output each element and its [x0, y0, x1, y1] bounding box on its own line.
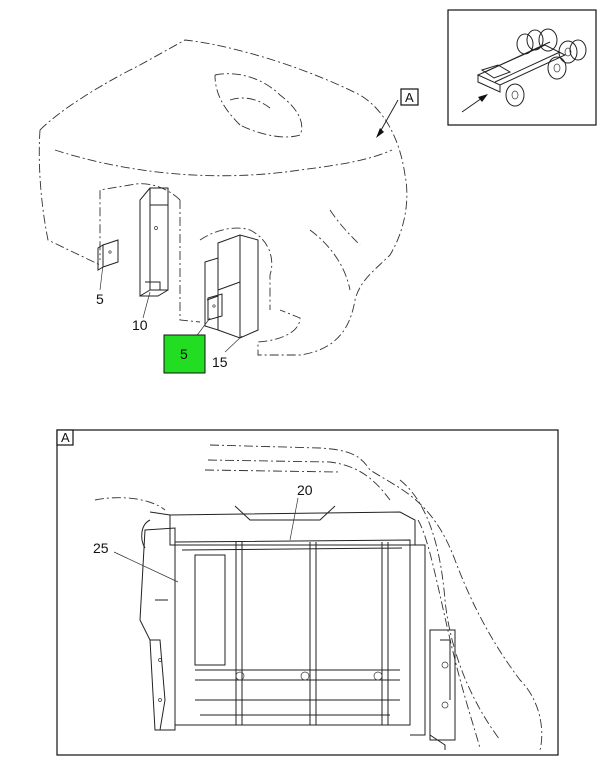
part-5-left-plate	[97, 239, 119, 271]
part-15-bracket	[204, 234, 259, 339]
top-leader-lines	[99, 264, 243, 353]
leader-20	[289, 497, 299, 541]
callout-5-left: 5	[96, 291, 104, 307]
view-a-arrow-icon	[379, 99, 399, 133]
locator-inset	[447, 9, 597, 126]
callout-20: 20	[297, 482, 313, 498]
view-a-reference: A	[376, 88, 419, 138]
detail-frame-tag	[56, 429, 74, 446]
callout-5-highlight: 5	[180, 346, 188, 362]
cab-outline	[38, 39, 408, 356]
truck-chassis-locator-icon	[476, 28, 587, 107]
view-a-box	[400, 88, 419, 106]
callout-15: 15	[212, 354, 228, 370]
leader-25	[113, 551, 179, 583]
detail-frame-label: A	[61, 430, 70, 445]
detail-view-a: A	[56, 429, 559, 756]
highlight-box[interactable]	[163, 334, 206, 374]
locator-arrow-icon	[461, 97, 483, 113]
callout-25: 25	[93, 540, 109, 556]
part-10-bracket	[139, 187, 169, 297]
view-a-label: A	[405, 90, 414, 105]
callout-10: 10	[132, 317, 148, 333]
part-5-right-plate	[207, 293, 223, 321]
detail-frame	[56, 429, 559, 756]
